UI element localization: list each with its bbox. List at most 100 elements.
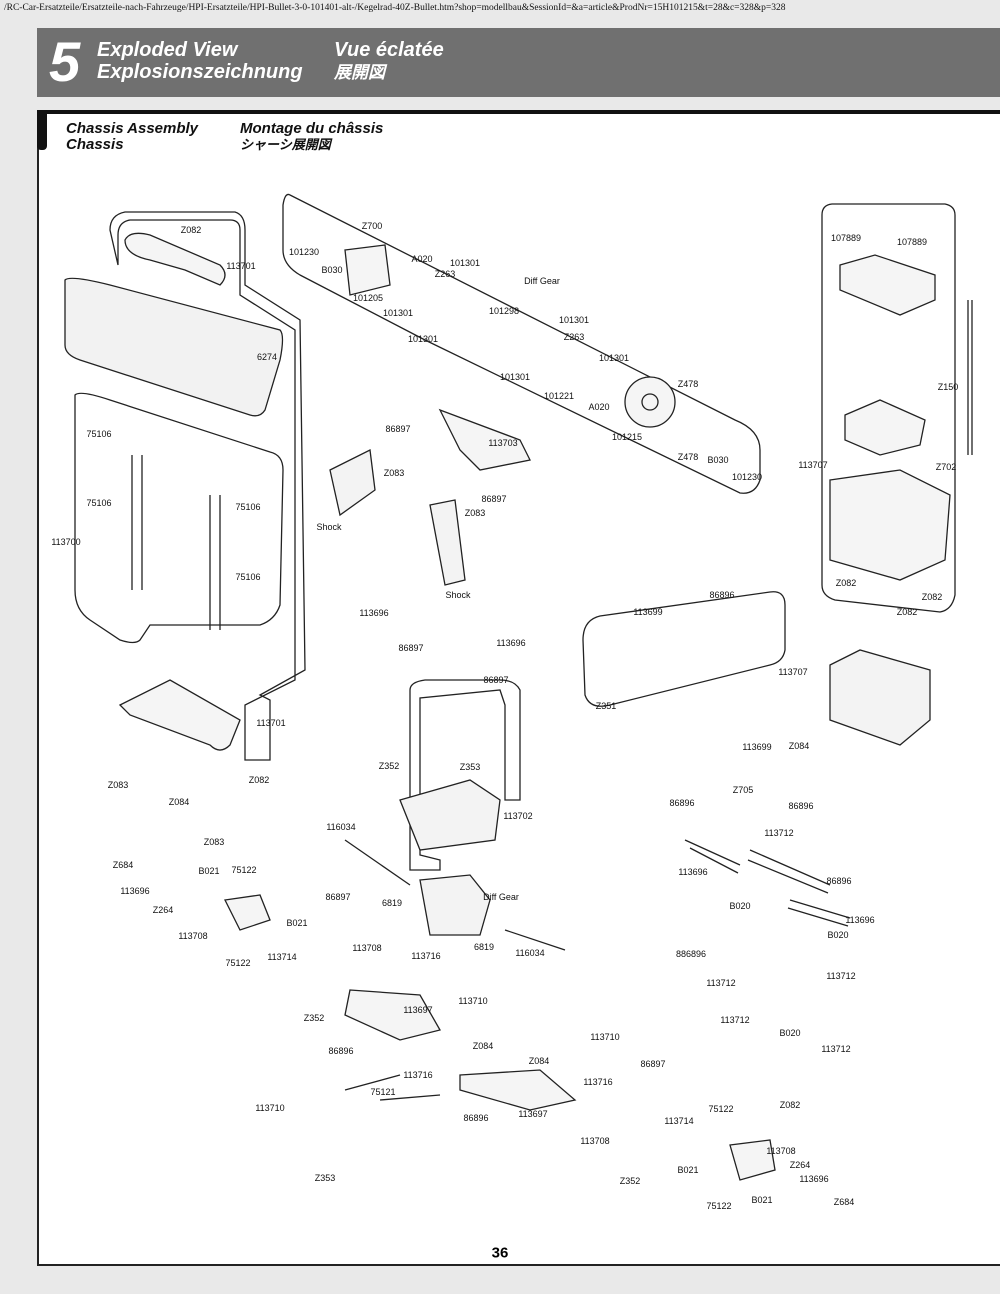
part-label: Z352 xyxy=(619,1176,641,1186)
part-label: 6274 xyxy=(256,352,278,362)
part-label: 113716 xyxy=(411,951,441,961)
part-label: 86896 xyxy=(826,876,852,886)
part-label: 86896 xyxy=(788,801,814,811)
part-label: 86896 xyxy=(669,798,695,808)
part-label: 113696 xyxy=(799,1174,829,1184)
part-label: Z263 xyxy=(434,269,456,279)
part-label: Z082 xyxy=(180,225,202,235)
part-label: 113708 xyxy=(766,1146,796,1156)
steering-link-3 xyxy=(787,899,851,927)
part-label: Z353 xyxy=(459,762,481,772)
part-label: Z084 xyxy=(168,797,190,807)
antenna-tube xyxy=(967,300,973,455)
part-label: 113696 xyxy=(496,638,526,648)
part-label: Z353 xyxy=(314,1173,336,1183)
shock-right xyxy=(429,499,466,586)
title-jp: 展開図 xyxy=(334,63,385,82)
part-label: Z352 xyxy=(303,1013,325,1023)
part-label: A020 xyxy=(411,254,433,264)
part-label: Z705 xyxy=(732,785,754,795)
steering-link-2 xyxy=(747,849,831,894)
part-label: Z084 xyxy=(528,1056,550,1066)
part-label: B020 xyxy=(779,1028,801,1038)
part-label: 101298 xyxy=(488,306,520,316)
part-label: 113697 xyxy=(518,1109,548,1119)
divider xyxy=(37,110,1000,114)
part-label: 86896 xyxy=(463,1113,489,1123)
lower-arm-rear xyxy=(459,1069,577,1111)
gearbox-housing xyxy=(399,779,501,851)
part-label: 101230 xyxy=(288,247,320,257)
part-label: Z083 xyxy=(203,837,225,847)
part-label: 113696 xyxy=(359,608,389,618)
part-label: Z082 xyxy=(896,607,918,617)
part-label: 113712 xyxy=(706,978,736,988)
part-label: 113697 xyxy=(403,1005,433,1015)
part-label: Z082 xyxy=(779,1100,801,1110)
part-label: 75106 xyxy=(86,429,112,439)
group-outline-gearbox xyxy=(409,679,521,871)
receiver-box xyxy=(839,254,936,316)
part-label: A020 xyxy=(588,402,610,412)
part-label: 86897 xyxy=(325,892,351,902)
part-label: 113712 xyxy=(720,1015,750,1025)
part-label: Z264 xyxy=(152,905,174,915)
page-number: 36 xyxy=(491,1244,509,1262)
title-de: Explosionszeichnung xyxy=(97,61,303,83)
part-label: Z351 xyxy=(595,701,617,711)
part-label: 101301 xyxy=(382,308,414,318)
part-label: 75122 xyxy=(708,1104,734,1114)
part-label: Z083 xyxy=(383,468,405,478)
part-label: 101301 xyxy=(499,372,531,382)
part-label: Z084 xyxy=(472,1041,494,1051)
part-label: 113700 xyxy=(51,537,81,547)
part-label: 75106 xyxy=(86,498,112,508)
steering-link-1 xyxy=(684,839,741,874)
shock-left xyxy=(329,449,376,517)
part-label: 101215 xyxy=(611,432,643,442)
hub-carrier-front xyxy=(224,894,271,931)
part-label: 113699 xyxy=(742,742,772,752)
part-label: Z264 xyxy=(789,1160,811,1170)
part-label: Z702 xyxy=(935,462,957,472)
part-label: Z352 xyxy=(378,761,400,771)
section-header: 5 Exploded View Explosionszeichnung Vue … xyxy=(37,28,1000,97)
part-label: 75106 xyxy=(235,502,261,512)
part-label: Z083 xyxy=(107,780,129,790)
part-label: 886896 xyxy=(675,949,707,959)
receiver-tray xyxy=(829,469,951,581)
part-label: 113696 xyxy=(678,867,708,877)
part-label: Z478 xyxy=(677,379,699,389)
part-label: Diff Gear xyxy=(524,276,560,286)
diff-case xyxy=(344,244,391,296)
part-label: Z082 xyxy=(248,775,270,785)
part-label: 113708 xyxy=(580,1136,610,1146)
post-front-right xyxy=(209,495,221,630)
group-outline-front-bumper xyxy=(109,211,306,761)
part-label: 75121 xyxy=(370,1087,396,1097)
part-label: B020 xyxy=(827,930,849,940)
part-label: B021 xyxy=(286,918,308,928)
part-label: Z082 xyxy=(921,592,943,602)
chassis-mount xyxy=(118,679,241,751)
centre-diff xyxy=(419,874,491,936)
part-label: 75122 xyxy=(706,1201,732,1211)
title-en: Exploded View xyxy=(97,39,238,61)
part-label: 107889 xyxy=(830,233,862,243)
part-label: 113699 xyxy=(633,607,663,617)
part-label: 86897 xyxy=(483,675,509,685)
hinge-pin-1 xyxy=(344,1074,401,1091)
servo xyxy=(829,649,931,746)
part-label: Diff Gear xyxy=(483,892,519,902)
part-label: 113702 xyxy=(503,811,533,821)
bumper-mount xyxy=(124,232,226,286)
part-label: B020 xyxy=(729,901,751,911)
group-outline-posts xyxy=(74,392,284,644)
part-label: 113703 xyxy=(488,438,518,448)
part-label: Shock xyxy=(445,590,471,600)
part-label: Z084 xyxy=(788,741,810,751)
subtitle-de: Chassis xyxy=(66,136,124,153)
part-label: Z263 xyxy=(563,332,585,342)
part-label: 113708 xyxy=(178,931,208,941)
